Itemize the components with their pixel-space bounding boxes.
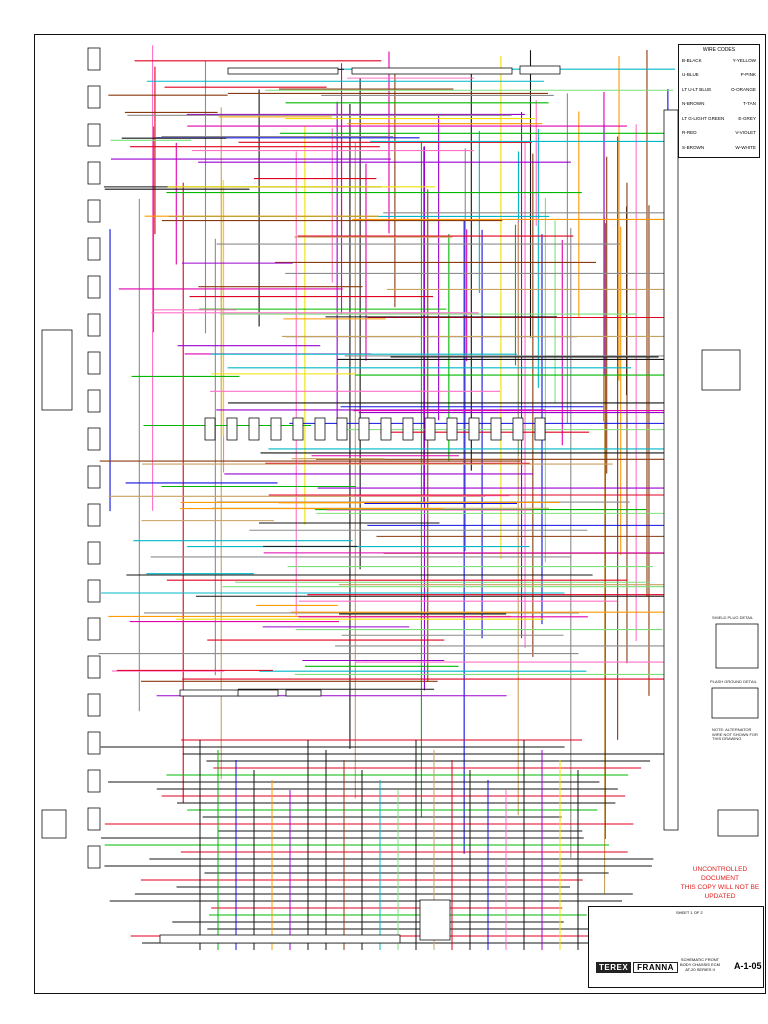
left-component-block xyxy=(87,693,101,717)
warning-line-2: THIS COPY WILL NOT BE UPDATED xyxy=(680,884,760,900)
drawing-number: A-1-05 xyxy=(734,961,762,971)
relay xyxy=(204,417,216,441)
sheet-number: SHEET 1 OF 2 xyxy=(676,910,703,915)
ecm-bottom-connector xyxy=(159,934,401,944)
left-component-block xyxy=(87,579,101,603)
relay-detail-box xyxy=(701,349,741,391)
relay xyxy=(358,417,370,441)
left-component-block xyxy=(87,503,101,527)
left-component-block xyxy=(87,199,101,223)
shield-plug-detail xyxy=(715,623,759,669)
alternator-note: NOTE: ALTERNATOR WIRE NOT SHOWN FOR THIS… xyxy=(712,727,758,742)
left-component-block xyxy=(87,427,101,451)
relay xyxy=(270,417,282,441)
left-component-block xyxy=(87,845,101,869)
relay xyxy=(336,417,348,441)
relay-block xyxy=(519,65,561,75)
plash-ground-detail-label: PLASH GROUND DETAIL xyxy=(710,679,757,684)
right-harness-connector xyxy=(663,109,679,831)
left-component-block xyxy=(87,123,101,147)
left-component-block xyxy=(87,275,101,299)
relay xyxy=(380,417,392,441)
left-component-block xyxy=(87,351,101,375)
uncontrolled-document-warning: UNCONTROLLED DOCUMENT THIS COPY WILL NOT… xyxy=(676,865,764,901)
relay xyxy=(490,417,502,441)
left-component-block xyxy=(87,655,101,679)
drawing-border xyxy=(34,34,766,994)
relay xyxy=(292,417,304,441)
relay xyxy=(248,417,260,441)
left-component-block xyxy=(87,47,101,71)
description-line-1: SCHEMATIC FRONT xyxy=(680,957,720,962)
wire-codes-title: WIRE CODES xyxy=(702,47,736,53)
drawing-description: SCHEMATIC FRONT BODY CHASSIS ECM AT-20 S… xyxy=(672,957,728,972)
left-component-block xyxy=(87,769,101,793)
left-component-block xyxy=(87,161,101,185)
brand-franna: FRANNA xyxy=(633,962,678,973)
left-component-block xyxy=(87,313,101,337)
relay xyxy=(468,417,480,441)
ground-block xyxy=(419,899,451,941)
relay xyxy=(424,417,436,441)
top-connector xyxy=(227,67,339,75)
relay xyxy=(226,417,238,441)
description-line-3: AT-20 SERIES II xyxy=(685,967,715,972)
brand-terex: TEREX xyxy=(596,962,632,973)
left-component-block xyxy=(87,237,101,261)
left-component-block xyxy=(87,617,101,641)
relay xyxy=(314,417,326,441)
left-component-block xyxy=(87,465,101,489)
relay xyxy=(512,417,524,441)
left-harness-detail xyxy=(41,329,73,411)
bottom-connector-b xyxy=(237,689,279,697)
warning-line-1: UNCONTROLLED DOCUMENT xyxy=(692,866,748,882)
title-block xyxy=(588,906,764,988)
shield-plug-detail-label: SHIELD PLUG DETAIL xyxy=(712,615,754,620)
left-component-block xyxy=(87,389,101,413)
left-component-block xyxy=(87,541,101,565)
relay xyxy=(402,417,414,441)
description-line-2: BODY CHASSIS ECM xyxy=(680,962,720,967)
left-component-block xyxy=(87,85,101,109)
company-logo: TEREX FRANNA xyxy=(596,962,678,973)
left-component-block xyxy=(87,807,101,831)
bottom-connector-c xyxy=(285,689,322,697)
left-component-block xyxy=(87,731,101,755)
left-connector-detail xyxy=(41,809,67,839)
plash-ground-detail xyxy=(711,687,759,719)
note-box xyxy=(717,809,759,837)
relay xyxy=(446,417,458,441)
ecm-connector xyxy=(351,67,513,75)
relay xyxy=(534,417,546,441)
